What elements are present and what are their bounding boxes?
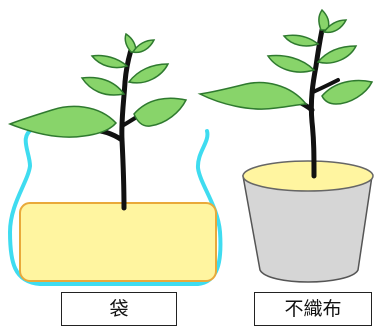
pot-plant-stem	[311, 30, 322, 176]
bag-label: 袋	[61, 292, 177, 326]
bag-leaf-right-lower	[134, 98, 186, 126]
pot-plant	[200, 10, 372, 176]
bag-plant	[10, 34, 186, 208]
bag-planter	[10, 128, 220, 284]
pot-soil-top	[243, 161, 373, 191]
bag-leaf-mid-right	[129, 64, 168, 83]
bag-leaf-upper-left	[92, 55, 127, 67]
pot-leaf-mid-left	[268, 56, 314, 73]
pot-leaf-top	[319, 10, 329, 30]
bag-soil	[20, 203, 216, 281]
bag-plant-stem	[122, 50, 131, 208]
pot-leaf-upper-left	[284, 35, 318, 46]
bag-leaf-top-right	[133, 40, 154, 52]
bag-leaf-mid-left	[82, 78, 124, 96]
nonwoven-label: 不織布	[254, 292, 372, 326]
pot-planter	[243, 161, 373, 282]
pot-leaf-large-left	[200, 83, 306, 109]
pot-body	[243, 176, 372, 282]
pot-leaf-mid-right	[318, 46, 356, 63]
